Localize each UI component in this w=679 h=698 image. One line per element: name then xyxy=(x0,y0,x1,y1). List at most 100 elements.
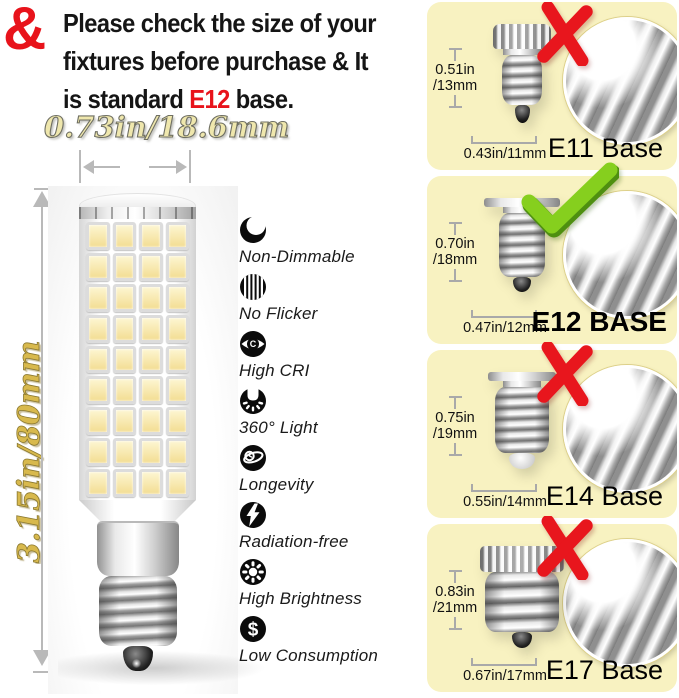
bulb-collar xyxy=(96,521,179,576)
feature-no-flicker: No Flicker xyxy=(239,273,419,330)
e12-highlight: E12 xyxy=(189,84,230,114)
feature-high-cri: C High CRI xyxy=(239,330,419,387)
led-chip xyxy=(139,469,163,497)
base-closeup-photo xyxy=(563,539,677,667)
height-measure: 0.51in/13mm xyxy=(429,48,481,109)
feature-high-brightness: High Brightness xyxy=(239,558,419,615)
width-measure-arrow xyxy=(79,150,191,184)
led-chip xyxy=(165,407,189,436)
arrow-right-icon xyxy=(176,160,187,174)
led-chip xyxy=(165,438,189,467)
arrow-up-icon xyxy=(33,191,51,207)
title-line-1: Please check the size of your xyxy=(63,8,376,38)
red-cross-icon xyxy=(537,516,593,580)
red-cross-icon xyxy=(537,342,593,406)
feature-non-dimmable: Non-Dimmable xyxy=(239,216,419,273)
height-measure-line xyxy=(41,207,43,655)
feature-label: Low Consumption xyxy=(239,646,379,665)
led-chip xyxy=(86,438,110,467)
led-chip xyxy=(112,376,136,405)
arrow-left-icon xyxy=(83,160,94,174)
feature-360-light: 360° Light xyxy=(239,387,419,444)
led-chip xyxy=(112,345,136,374)
red-cross-icon xyxy=(537,2,593,66)
led-chip xyxy=(112,283,136,312)
bulb-width-label: 0.73in/18.6mm xyxy=(43,109,290,144)
brightness-sun-icon xyxy=(240,559,266,585)
base-card-e11: 0.51in/13mm 0.43in/11mm E11 Base xyxy=(427,2,677,170)
base-card-e17: 0.83in/21mm 0.67in/17mm E17 Base xyxy=(427,516,677,692)
feature-list: Non-Dimmable No Flicker C High CRI xyxy=(239,216,419,672)
ampersand-accent: & xyxy=(3,0,47,62)
bulb-screw-thread xyxy=(98,576,177,646)
bulb-top-dome xyxy=(79,193,196,207)
led-chip xyxy=(139,438,163,467)
led-chip xyxy=(165,469,189,497)
height-measure: 0.75in/19mm xyxy=(429,396,481,457)
svg-text:C: C xyxy=(250,339,257,349)
bulb-top-band xyxy=(79,207,196,219)
led-chip xyxy=(139,314,163,343)
led-chip xyxy=(165,376,189,405)
base-closeup-photo xyxy=(563,17,677,145)
base-comparison-list: 0.51in/13mm 0.43in/11mm E11 Base xyxy=(427,2,677,698)
width-measure-bracket xyxy=(471,484,537,492)
led-chip xyxy=(165,314,189,343)
led-chip xyxy=(165,345,189,374)
led-chip xyxy=(165,252,189,281)
eye-cri-icon: C xyxy=(240,331,266,357)
led-chip xyxy=(139,222,163,250)
led-chip xyxy=(86,376,110,405)
feature-label: No Flicker xyxy=(239,304,318,323)
base-card-e14: 0.75in/19mm 0.55in/14mm E14 Base xyxy=(427,342,677,518)
bulb-taper xyxy=(79,500,196,521)
dimmer-icon xyxy=(240,216,266,243)
base-label: E12 BASE xyxy=(531,306,667,337)
feature-label: Radiation-free xyxy=(239,532,349,551)
led-chip xyxy=(165,222,189,250)
base-card-e12: 0.70in/18mm 0.47in/12mm E12 BASE xyxy=(427,162,677,344)
bulb-body xyxy=(79,219,196,500)
title-line-2: fixtures before purchase & It xyxy=(63,46,369,76)
bulb-contact-tip xyxy=(122,646,153,671)
feature-longevity: Longevity xyxy=(239,444,419,501)
width-measure-bracket xyxy=(471,658,537,666)
width-measure-label: 0.43in/11mm xyxy=(463,146,547,162)
bulb-shadow xyxy=(58,650,270,686)
width-measure-label: 0.55in/14mm xyxy=(463,494,547,510)
led-chip xyxy=(86,407,110,436)
e11-base-photo xyxy=(467,24,577,148)
width-measure-bracket xyxy=(471,136,537,144)
led-chip xyxy=(139,283,163,312)
height-measure: 0.83in/21mm xyxy=(429,570,481,631)
width-measure-bracket xyxy=(471,310,537,318)
width-measure-label: 0.47in/12mm xyxy=(463,320,547,336)
width-measure-label: 0.67in/17mm xyxy=(463,668,547,684)
led-chip xyxy=(139,252,163,281)
base-label: E11 Base xyxy=(547,133,663,163)
svg-text:$: $ xyxy=(248,620,259,641)
led-chip xyxy=(86,283,110,312)
led-chip xyxy=(112,407,136,436)
led-chip xyxy=(86,469,110,497)
clock-longevity-icon xyxy=(240,445,266,471)
led-chip xyxy=(139,407,163,436)
base-label: E14 Base xyxy=(545,481,663,511)
lightning-icon xyxy=(240,502,266,528)
led-chip xyxy=(112,469,136,497)
led-chip xyxy=(165,283,189,312)
feature-label: 360° Light xyxy=(239,418,318,437)
feature-label: Non-Dimmable xyxy=(239,247,355,266)
led-corn-bulb xyxy=(79,193,196,671)
beam-360-icon xyxy=(240,387,266,414)
led-chip xyxy=(112,438,136,467)
feature-radiation-free: Radiation-free xyxy=(239,501,419,558)
led-grid xyxy=(86,222,189,497)
page-title: Please check the size of your fixtures b… xyxy=(63,4,445,118)
led-chip xyxy=(139,345,163,374)
led-chip xyxy=(112,222,136,250)
base-closeup-photo xyxy=(563,365,677,493)
led-chip xyxy=(112,314,136,343)
flicker-stripes-icon xyxy=(240,274,266,300)
